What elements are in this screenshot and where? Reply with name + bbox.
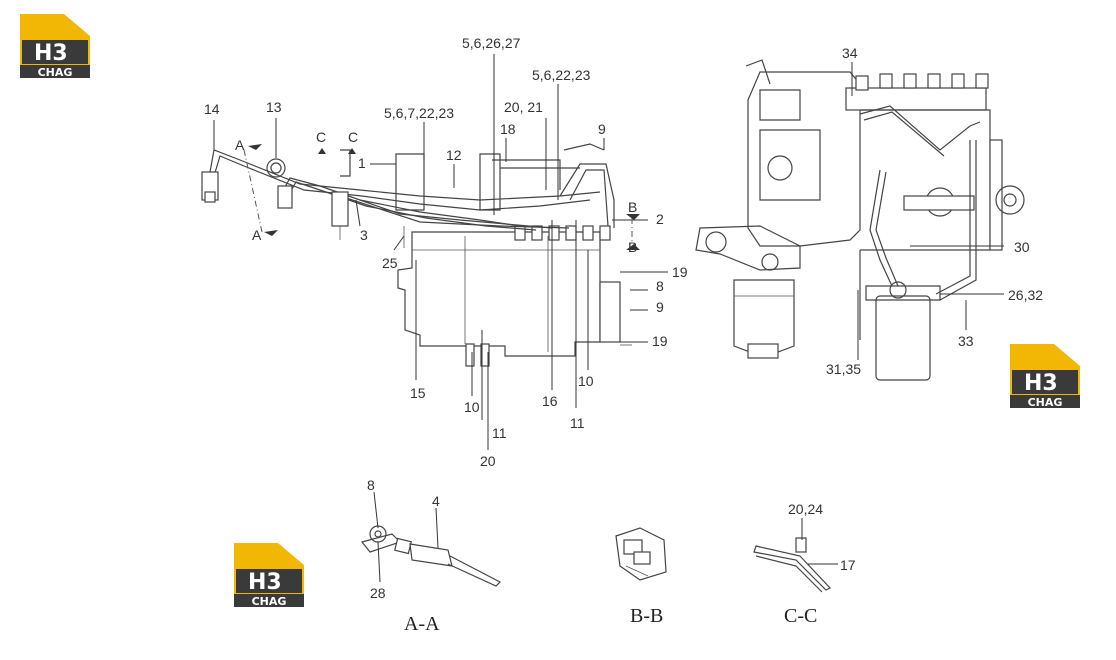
pump-assembly-side-view [201,54,668,450]
logo-bottom-text: CHAG [1028,396,1063,409]
callout-10-right: 10 [578,373,594,389]
cut-mark-a-bottom: A [252,227,262,243]
callout-28-section: 28 [370,585,386,601]
section-b-b-fitting [615,527,667,581]
logo-bottom-text: CHAG [252,595,287,608]
callout-20-24-section: 20,24 [788,501,823,517]
logo-top-text: H3 [1024,371,1058,396]
section-title-b-b: B-B [630,605,663,627]
callout-12: 12 [446,147,462,163]
callout-10-left: 10 [464,399,480,415]
callout-25: 25 [382,255,398,271]
section-c-c-clamp [753,518,838,593]
brand-logo-top-left: H3 CHAG [20,14,90,79]
section-title-c-c: C-C [784,605,817,627]
callout-18: 18 [500,121,516,137]
brand-logo-bottom-left: H3 CHAG [234,543,304,608]
callout-19-upper: 19 [672,264,688,280]
callout-3: 3 [360,227,368,243]
cut-mark-letters: A A C C B B [235,129,637,255]
logo-top-text: H3 [248,570,282,595]
cut-mark-b-top: B [628,199,637,215]
callout-11-right: 11 [570,415,585,431]
callout-33: 33 [958,333,974,349]
callout-13: 13 [266,99,282,115]
callout-labels: 14 13 1 12 3 25 5,6,7,22,23 5,6,26,27 5,… [204,35,1043,601]
callout-26-32: 26,32 [1008,287,1043,303]
callout-2: 2 [656,211,664,227]
callout-1: 1 [358,155,366,171]
callout-5-6-7-22-23: 5,6,7,22,23 [384,105,454,121]
callout-34: 34 [842,45,858,61]
callout-16: 16 [542,393,558,409]
logo-top-text: H3 [34,41,68,66]
callout-20-21: 20, 21 [504,99,543,115]
callout-20: 20 [480,453,496,469]
callout-9-top: 9 [598,121,606,137]
callout-14: 14 [204,101,220,117]
callout-8: 8 [656,278,664,294]
callout-9-lower: 9 [656,299,664,315]
cut-mark-c-left: C [316,129,326,145]
callout-5-6-26-27: 5,6,26,27 [462,35,521,51]
cut-mark-c-right: C [348,129,358,145]
callout-11-left: 11 [492,425,507,441]
callout-31-35: 31,35 [826,361,861,377]
pump-assembly-end-view [695,59,1025,381]
section-titles: A-A B-B C-C [404,605,817,635]
brand-logo-right: H3 CHAG [1010,344,1080,409]
callout-5-6-22-23: 5,6,22,23 [532,67,591,83]
section-cut-marks [248,144,640,250]
logo-bottom-text: CHAG [38,66,73,79]
callout-17-section: 17 [840,557,856,573]
section-a-a-injector [360,491,502,587]
callout-19-lower: 19 [652,333,668,349]
cut-mark-a-top: A [235,137,245,153]
callout-4-section: 4 [432,493,440,509]
cut-mark-b-bottom: B [628,239,637,255]
section-title-a-a: A-A [404,613,440,635]
callout-8-section: 8 [367,477,375,493]
callout-30: 30 [1014,239,1030,255]
callout-15: 15 [410,385,426,401]
